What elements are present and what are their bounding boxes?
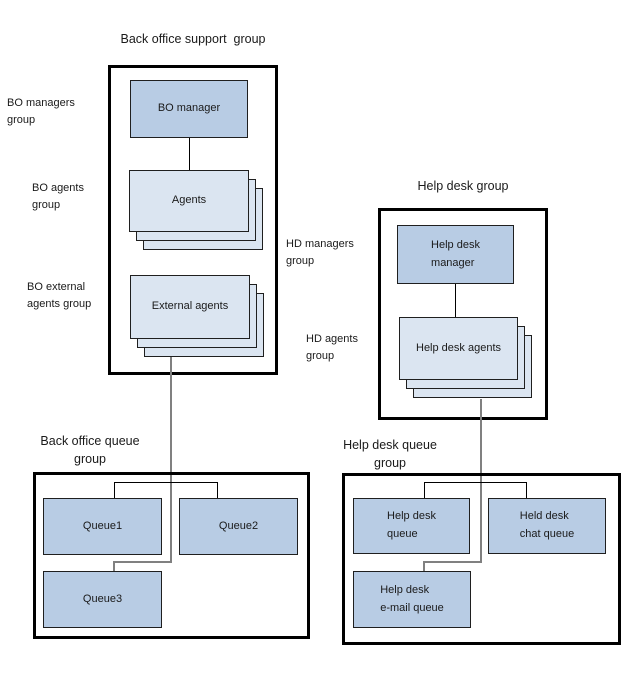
bracket-bo-queue2-stub: [217, 482, 218, 498]
hd-queue-group-container: [342, 473, 621, 645]
bo-support-group-title: Back office support group: [120, 32, 266, 46]
bracket-bo-queue1-stub: [114, 482, 115, 498]
help-desk-email-queue-node: Help desk e-mail queue: [353, 571, 471, 628]
help-desk-group-title: Help desk group: [417, 179, 509, 193]
help-desk-queue-node: Help desk queue: [353, 498, 470, 554]
connector-external-agents-queues-horizontal: [113, 561, 172, 563]
queue1-label: Queue1: [82, 519, 123, 532]
connector-external-agents-queues-vertical: [170, 357, 172, 563]
help-desk-manager-label: Help desk manager: [431, 238, 480, 269]
hd-managers-group-label: HD managers group: [286, 238, 354, 267]
bo-agents-group-label: BO agents group: [32, 182, 84, 211]
connector-external-agents-queue3-stub: [113, 561, 115, 572]
help-desk-manager-node: Help desk manager: [397, 225, 514, 284]
bo-queue-group-container: [33, 472, 310, 639]
help-desk-group-container: [378, 208, 548, 420]
help-desk-chat-queue-label: Held desk chat queue: [519, 510, 575, 540]
bracket-hd-chat-queue-stub: [526, 482, 527, 498]
bo-queue-group-title: Back office queue group: [40, 434, 140, 467]
external-agents-label: External agents: [151, 300, 229, 313]
external-agents-node: External agents: [130, 275, 250, 339]
queue2-label: Queue2: [218, 519, 259, 532]
connector-hd-agents-email-queue-stub: [423, 561, 425, 572]
help-desk-email-queue-label: Help desk e-mail queue: [380, 583, 444, 614]
agents-stack-node: Agents: [129, 170, 263, 250]
agents-node: Agents: [129, 170, 249, 232]
agents-label: Agents: [171, 194, 207, 207]
help-desk-agents-stack-node: Help desk agents: [399, 317, 532, 398]
bo-managers-group-label: BO managers group: [7, 97, 75, 126]
bo-manager-label: BO manager: [157, 102, 221, 115]
queue3-label: Queue3: [82, 592, 123, 605]
connector-hd-manager-agents: [455, 284, 456, 317]
help-desk-agents-label: Help desk agents: [416, 341, 501, 354]
queue2-node: Queue2: [179, 498, 298, 555]
bo-external-agents-group-label: BO external agents group: [27, 281, 92, 310]
bracket-hd-queue-stub: [424, 482, 425, 498]
help-desk-chat-queue-node: Held desk chat queue: [488, 498, 606, 554]
connector-hd-agents-queues-vertical: [480, 399, 482, 563]
help-desk-queue-label: Help desk queue: [387, 510, 436, 540]
connector-hd-agents-queues-horizontal: [423, 561, 482, 563]
hd-queue-group-title: Help desk queue group: [343, 438, 437, 471]
bracket-bo-queues-horizontal: [114, 482, 218, 483]
hd-agents-group-label: HD agents group: [306, 333, 358, 362]
help-desk-agents-node: Help desk agents: [399, 317, 518, 380]
external-agents-stack-node: External agents: [130, 275, 264, 357]
bo-manager-node: BO manager: [130, 80, 248, 138]
queue1-node: Queue1: [43, 498, 162, 555]
connector-bo-manager-agents: [189, 138, 190, 170]
bracket-hd-queues-horizontal: [424, 482, 527, 483]
bo-support-group-container: [108, 65, 278, 375]
queue3-node: Queue3: [43, 571, 162, 628]
